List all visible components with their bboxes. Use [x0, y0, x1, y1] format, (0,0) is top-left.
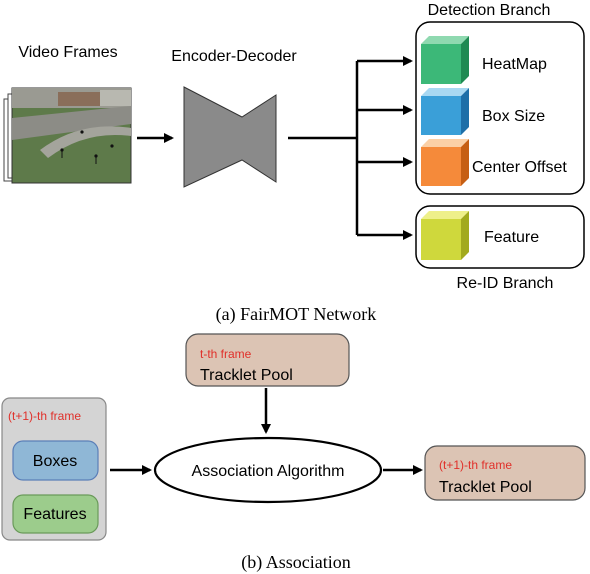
branch-connector — [288, 56, 413, 240]
association-algorithm-label: Association Algorithm — [192, 463, 345, 480]
association-algorithm-node — [153, 436, 383, 504]
center-offset-cube-icon — [421, 139, 469, 186]
network-caption: (a) FairMOT Network — [216, 304, 377, 325]
video-frames-label: Video Frames — [18, 44, 117, 61]
box-size-cube-icon — [421, 88, 469, 135]
tracklet-pool-t1-frame-label: (t+1)-th frame — [439, 458, 512, 472]
tracklet-pool-t1-label: Tracklet Pool — [439, 479, 532, 496]
tracklet-pool-t1-box — [424, 445, 586, 501]
feature-label: Feature — [484, 229, 539, 246]
feature-cube-icon — [421, 211, 469, 260]
encoder-decoder-label: Encoder-Decoder — [171, 48, 297, 65]
features-label: Features — [23, 506, 86, 523]
features-node — [12, 494, 99, 534]
encoder-decoder-shape — [183, 86, 277, 188]
tracklet-pool-t-frame-label: t-th frame — [200, 347, 252, 361]
center-offset-label: Center Offset — [472, 159, 567, 176]
video-frames-stack — [3, 87, 132, 184]
video-frame-image — [11, 87, 132, 184]
heatmap-cube-icon — [421, 36, 469, 84]
boxes-node — [12, 440, 99, 481]
tracklet-pool-t-label: Tracklet Pool — [200, 367, 293, 384]
reid-branch-label: Re-ID Branch — [457, 275, 554, 292]
input-group-frame-label: (t+1)-th frame — [8, 409, 81, 423]
association-caption: (b) Association — [241, 552, 351, 573]
detection-branch-label: Detection Branch — [428, 2, 551, 19]
tracklet-pool-t-box — [185, 333, 350, 387]
box-size-label: Box Size — [482, 108, 545, 125]
heatmap-label: HeatMap — [482, 56, 547, 73]
boxes-label: Boxes — [33, 453, 77, 470]
